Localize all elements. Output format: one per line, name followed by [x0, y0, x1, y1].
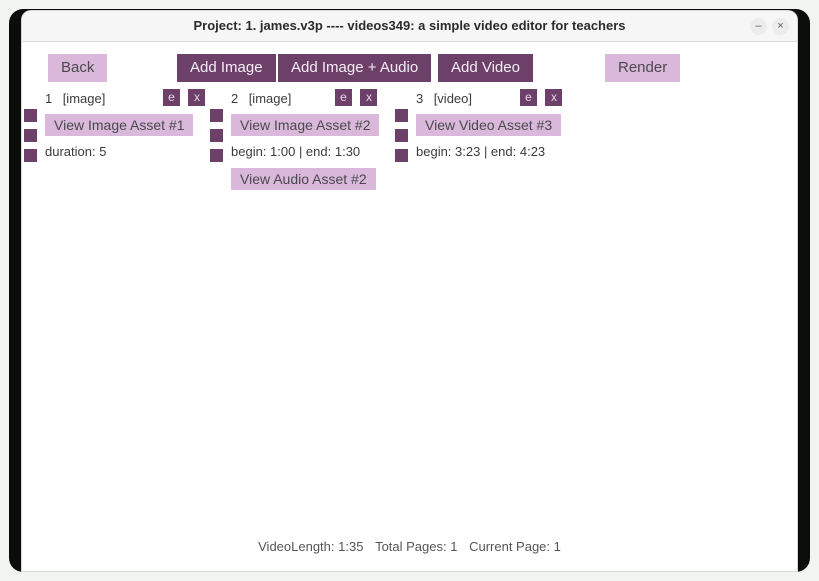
clip-index: 2	[231, 91, 239, 106]
clip-header: 1 [image] e x	[45, 89, 210, 110]
clip-body: 1 [image] e x View Image Asset #1 durati…	[45, 89, 210, 159]
content-area: Back Add Image Add Image + Audio Add Vid…	[22, 42, 797, 571]
clip-header: 2 [image] e x	[231, 89, 396, 110]
view-asset-button[interactable]: View Video Asset #3	[416, 114, 562, 136]
application-window: Project: 1. james.v3p ---- videos349: a …	[22, 11, 797, 571]
clip-body: 2 [image] e x View Image Asset #2 begin:…	[231, 89, 396, 190]
window-title: Project: 1. james.v3p ---- videos349: a …	[193, 18, 626, 33]
delete-clip-button[interactable]: x	[545, 89, 563, 106]
clip-handle[interactable]	[210, 129, 223, 142]
clip-index: 1	[45, 91, 53, 106]
clip-handles	[210, 109, 224, 169]
clip-type: [video]	[433, 91, 472, 106]
clip-handles	[24, 109, 38, 169]
clip-actions: e x	[331, 89, 378, 107]
edit-clip-button[interactable]: e	[335, 89, 352, 106]
edit-clip-button[interactable]: e	[163, 89, 180, 106]
minimize-icon[interactable]: –	[750, 18, 767, 35]
title-bar: Project: 1. james.v3p ---- videos349: a …	[22, 11, 797, 42]
clip-handle[interactable]	[210, 109, 223, 122]
clip-meta: begin: 3:23 | end: 4:23	[416, 144, 546, 159]
clip-meta: duration: 5	[45, 144, 107, 159]
edit-clip-button[interactable]: e	[520, 89, 537, 106]
add-video-button[interactable]: Add Video	[438, 54, 533, 82]
close-icon[interactable]: ×	[772, 18, 789, 35]
clip-type: [image]	[248, 91, 292, 106]
add-image-button[interactable]: Add Image	[177, 54, 276, 82]
status-bar: VideoLength: 1:35 Total Pages: 1 Current…	[22, 539, 797, 554]
render-button[interactable]: Render	[605, 54, 681, 82]
view-audio-asset-button[interactable]: View Audio Asset #2	[231, 168, 376, 190]
delete-clip-button[interactable]: x	[188, 89, 206, 106]
clip-handle[interactable]	[210, 149, 223, 162]
clip-meta: begin: 1:00 | end: 1:30	[231, 144, 361, 159]
clip-handle[interactable]	[395, 129, 408, 142]
current-page-label: Current Page: 1	[469, 539, 561, 554]
clip-actions: e x	[159, 89, 206, 107]
clip-body: 3 [video] e x View Video Asset #3 begin:…	[416, 89, 581, 159]
clip-header: 3 [video] e x	[416, 89, 581, 110]
clip-index: 3	[416, 91, 424, 106]
clip-type: [image]	[62, 91, 106, 106]
delete-clip-button[interactable]: x	[360, 89, 378, 106]
back-button[interactable]: Back	[48, 54, 108, 82]
clip-handle[interactable]	[24, 129, 37, 142]
view-asset-button[interactable]: View Image Asset #2	[231, 114, 380, 136]
clip-handle[interactable]	[24, 109, 37, 122]
clip-list: 1 [image] e x View Image Asset #1 durati…	[22, 89, 797, 520]
view-asset-button[interactable]: View Image Asset #1	[45, 114, 194, 136]
total-pages-label: Total Pages: 1	[375, 539, 458, 554]
toolbar: Back Add Image Add Image + Audio Add Vid…	[22, 42, 797, 90]
clip-handles	[395, 109, 409, 169]
clip-handle[interactable]	[395, 149, 408, 162]
clip-actions: e x	[516, 89, 563, 107]
video-length-label: VideoLength: 1:35	[258, 539, 364, 554]
clip-handle[interactable]	[24, 149, 37, 162]
clip-handle[interactable]	[395, 109, 408, 122]
add-image-audio-button[interactable]: Add Image + Audio	[278, 54, 432, 82]
